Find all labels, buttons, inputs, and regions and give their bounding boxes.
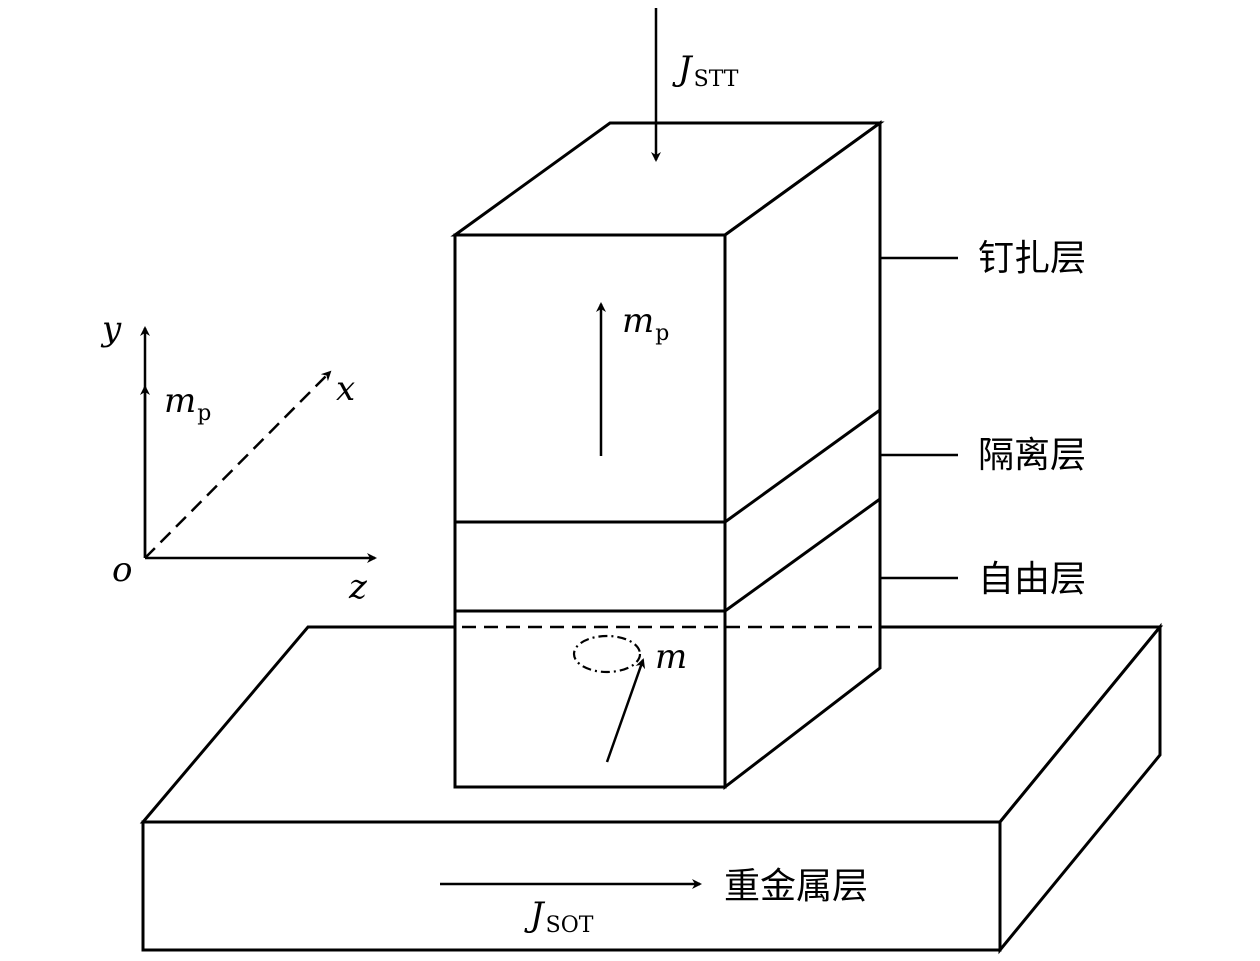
m-free-arrow xyxy=(605,658,646,763)
pinned-layer-label: 钉扎层 xyxy=(978,238,1086,279)
spacer-top-side-line xyxy=(724,408,881,524)
m-free-label: m xyxy=(655,637,687,677)
origin-label: o xyxy=(112,550,132,590)
precession-ellipse xyxy=(572,634,642,674)
coordinate-axes: y x z o mp xyxy=(100,309,377,607)
spacer-layer-label: 隔离层 xyxy=(978,435,1086,476)
mtj-pillar xyxy=(450,120,885,791)
pillar-front-face xyxy=(453,233,727,789)
z-axis-label: z xyxy=(348,567,368,607)
pillar-side-face xyxy=(723,120,882,791)
y-axis-label: y xyxy=(100,309,122,349)
slab-front-face xyxy=(141,820,1002,952)
heavy-metal-layer-label: 重金属层 xyxy=(724,866,868,907)
free-layer-label: 自由层 xyxy=(978,559,1086,600)
j-sot-label: JSOT xyxy=(524,895,594,938)
mp-label-stack: mp xyxy=(622,301,669,346)
axes-mp-label: mp xyxy=(164,381,211,426)
j-stt-label: JSTT xyxy=(672,49,739,92)
x-axis-label: x xyxy=(336,369,355,409)
free-top-side-line xyxy=(724,497,881,613)
